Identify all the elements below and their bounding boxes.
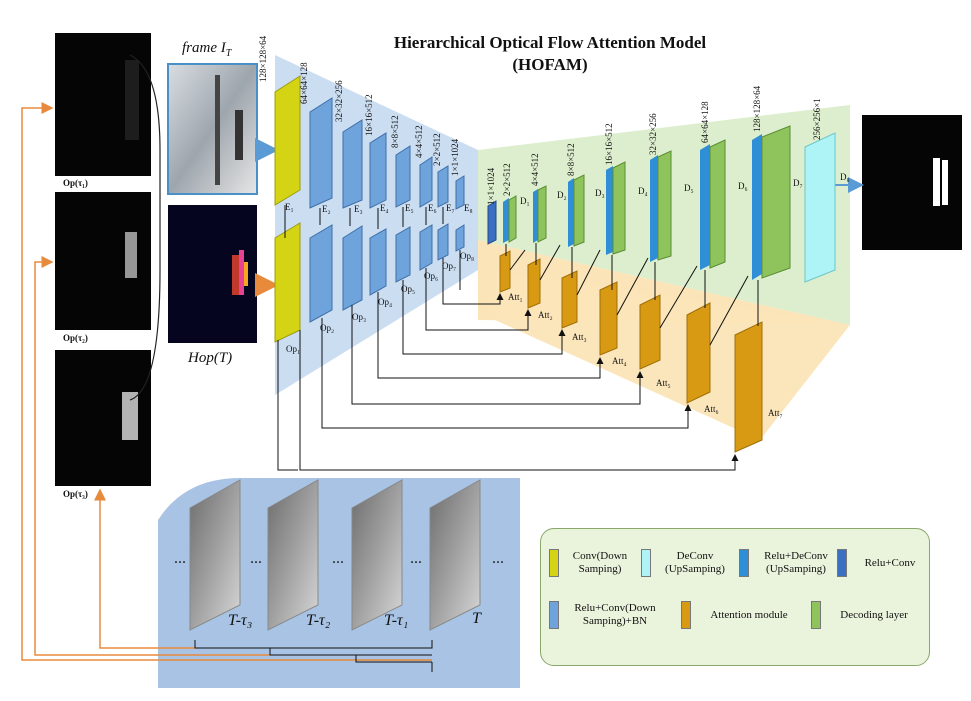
ellipsis-2: ... (250, 550, 262, 567)
legend-item-decoding: Decoding layer (811, 601, 919, 629)
enc-dim-4: 16×16×512 (364, 94, 374, 136)
legend-swatch-relu-deconv (739, 549, 749, 577)
enc-dim-6: 4×4×512 (414, 125, 424, 158)
diagram-title: Hierarchical Optical Flow Attention Mode… (330, 32, 770, 76)
dec-label-7: D₇ (793, 178, 803, 188)
dec-label-3: D₃ (595, 188, 605, 198)
op-label-2: Op₂ (320, 323, 335, 333)
enc-label-7: E₇ (446, 203, 455, 213)
dec-label-2: D₂ (557, 190, 567, 200)
dec-dim-3: 4×4×512 (530, 153, 540, 186)
enc-label-3: E₃ (354, 204, 363, 214)
legend-label-relu-deconv: Relu+DeConv (UpSamping) (764, 550, 828, 575)
dec-dim-1: 1×1×1024 (486, 167, 496, 205)
att-label-4: Att₄ (612, 356, 627, 366)
ellipsis-1: ... (174, 550, 186, 567)
time-label-t-tau3: T-τ₃ (228, 612, 253, 629)
legend-label-deconv: DeConv (UpSamping) (665, 550, 725, 575)
encoder-blocks (274, 75, 465, 210)
dec-dim-7: 64×64×128 (700, 101, 710, 143)
enc-dim-7: 2×2×512 (432, 133, 442, 166)
optical-flow-encoder-blocks (274, 222, 465, 343)
ellipsis-5: ... (492, 550, 504, 567)
legend-swatch-relu-conv (837, 549, 847, 577)
dec-label-4: D₄ (638, 186, 648, 196)
dec-label-6: D₆ (738, 181, 748, 191)
op-caption-1: Op(τ₁) (63, 178, 88, 188)
dec-dim-8: 128×128×64 (752, 85, 762, 132)
enc-label-8: E₈ (464, 203, 473, 213)
frame-image (167, 63, 258, 195)
op-caption-2: Op(τ₂) (63, 333, 88, 343)
dec-dim-2: 2×2×512 (502, 163, 512, 196)
legend-swatch-relu-conv-bn (549, 601, 559, 629)
enc-dim-5: 8×8×512 (390, 115, 400, 148)
op-caption-3: Op(τ₃) (63, 489, 88, 499)
legend: Conv(Down Samping) DeConv (UpSamping) Re… (540, 528, 930, 666)
dec-dim-4: 8×8×512 (566, 143, 576, 176)
enc-label-5: E₅ (405, 203, 414, 213)
legend-swatch-decoding (811, 601, 821, 629)
legend-item-deconv: DeConv (UpSamping) (641, 549, 731, 577)
title-line-2: (HOFAM) (512, 55, 588, 74)
frame-caption-sub: T (225, 48, 232, 59)
op-label-4: Op₄ (378, 297, 393, 307)
orange-feedback-arrows (21, 102, 432, 661)
enc-label-1: E₁ (285, 202, 294, 212)
legend-label-conv: Conv(Down Samping) (572, 550, 628, 575)
att-label-3: Att₃ (572, 332, 587, 342)
dec-label-1: D₁ (520, 196, 530, 206)
enc-label-6: E₆ (428, 203, 437, 213)
title-line-1: Hierarchical Optical Flow Attention Mode… (393, 33, 707, 52)
dec-label-5: D₅ (684, 183, 694, 193)
dec-dim-6: 32×32×256 (648, 113, 658, 155)
legend-swatch-conv (549, 549, 559, 577)
legend-swatch-deconv (641, 549, 651, 577)
legend-label-attention: Attention module (710, 608, 788, 621)
ellipsis-4: ... (410, 550, 422, 567)
op-label-7: Op₇ (442, 261, 457, 271)
legend-item-attention: Attention module (681, 601, 799, 629)
frame-caption: frame IT (182, 40, 231, 59)
time-label-t-tau1: T-τ₁ (384, 612, 409, 629)
att-label-5: Att₅ (656, 378, 671, 388)
hop-caption: Hop(T) (188, 350, 233, 366)
op-label-6: Op₆ (424, 271, 439, 281)
ellipsis-3: ... (332, 550, 344, 567)
legend-swatch-attention (681, 601, 691, 629)
op-label-3: Op₃ (352, 312, 367, 322)
enc-dim-3: 32×32×256 (334, 80, 344, 122)
legend-label-relu-conv-bn: Relu+Conv(Down Samping)+BN (574, 602, 656, 627)
legend-label-decoding: Decoding layer (840, 608, 908, 621)
enc-dim-1: 128×128×64 (258, 35, 268, 82)
dec-label-8: D₈ (840, 172, 850, 182)
dec-dim-9: 256×256×1 (812, 98, 822, 140)
att-label-7: Att₇ (768, 408, 783, 418)
legend-item-relu-deconv: Relu+DeConv (UpSamping) (739, 549, 835, 577)
op-label-8: Op₈ (460, 251, 475, 261)
legend-item-relu-conv: Relu+Conv (837, 549, 925, 577)
legend-item-relu-conv-bn: Relu+Conv(Down Samping)+BN (549, 601, 663, 629)
enc-dim-2: 64×64×128 (299, 62, 309, 104)
video-frames (189, 479, 481, 631)
timeline-brackets (194, 640, 433, 672)
att-label-6: Att₆ (704, 404, 719, 414)
enc-label-2: E₂ (322, 204, 331, 214)
att-label-2: Att₂ (538, 310, 553, 320)
op-label-5: Op₅ (401, 284, 416, 294)
legend-item-conv: Conv(Down Samping) (549, 549, 633, 577)
time-label-t-tau2: T-τ₂ (306, 612, 331, 629)
op-label-1: Op₁ (286, 344, 301, 354)
decoder-blocks (487, 125, 836, 283)
time-label-t: T (472, 610, 481, 627)
att-label-1: Att₁ (508, 292, 523, 302)
enc-dim-8: 1×1×1024 (450, 138, 460, 176)
dec-dim-5: 16×16×512 (604, 123, 614, 165)
frame-caption-text: frame I (182, 40, 226, 56)
skip-connections (277, 205, 759, 471)
legend-label-relu-conv: Relu+Conv (864, 556, 916, 569)
enc-label-4: E₄ (380, 203, 389, 213)
